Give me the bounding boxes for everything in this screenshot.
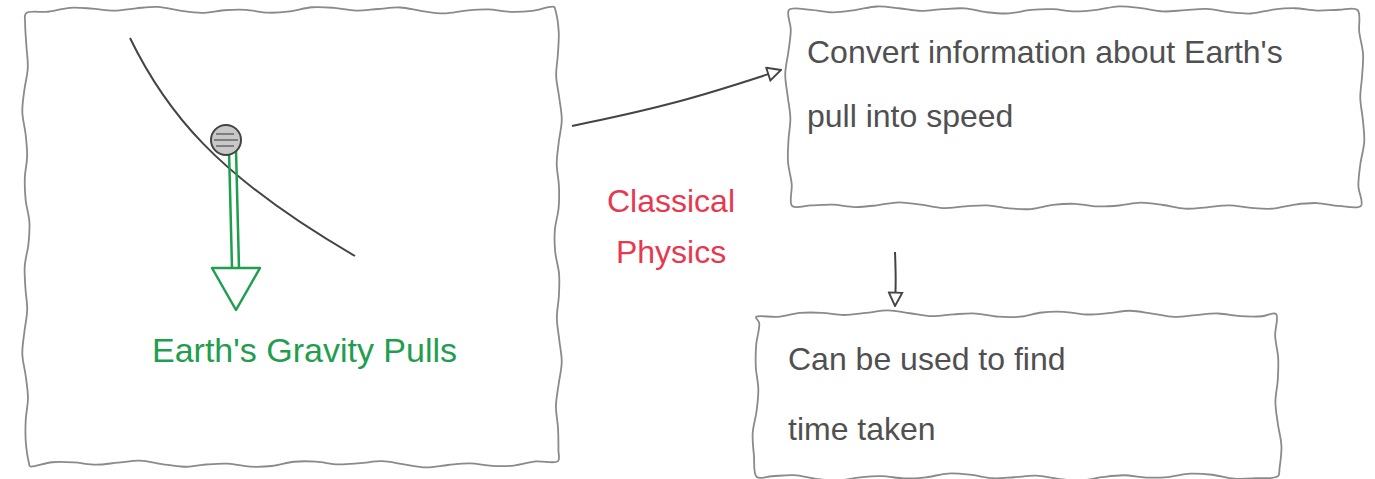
- gravity-arrow-shaft: [229, 150, 232, 268]
- sketch-outline: [22, 6, 562, 468]
- sketch-arrow: [894, 252, 897, 306]
- sketch-border: [785, 6, 1364, 209]
- ball-hatching: [214, 134, 238, 146]
- sketch-border: [22, 7, 561, 468]
- note-text: Can be used to find time taken: [788, 324, 1128, 465]
- illustration-caption: Earth's Gravity Pulls: [152, 328, 457, 372]
- note-box: Can be used to find time taken: [752, 310, 1282, 479]
- gravity-arrow-head: [212, 268, 260, 310]
- text-holder: Can be used to find time taken: [788, 324, 1128, 465]
- sketch-outline: [752, 310, 1282, 479]
- text-holder: Earth's Gravity Pulls: [152, 328, 457, 372]
- slope-curve: [130, 38, 355, 256]
- illustration-panel: Earth's Gravity Pulls: [22, 6, 562, 468]
- gravity-arrow-shaft: [236, 150, 239, 268]
- edge-label: Classical Physics: [582, 176, 760, 278]
- sketch-arrow: [572, 70, 781, 126]
- sketch-border: [753, 310, 1282, 479]
- note-text: Convert information about Earth's pull i…: [807, 20, 1287, 148]
- ball: [211, 125, 241, 155]
- text-holder: Convert information about Earth's pull i…: [807, 20, 1287, 148]
- note-box: Convert information about Earth's pull i…: [785, 6, 1365, 210]
